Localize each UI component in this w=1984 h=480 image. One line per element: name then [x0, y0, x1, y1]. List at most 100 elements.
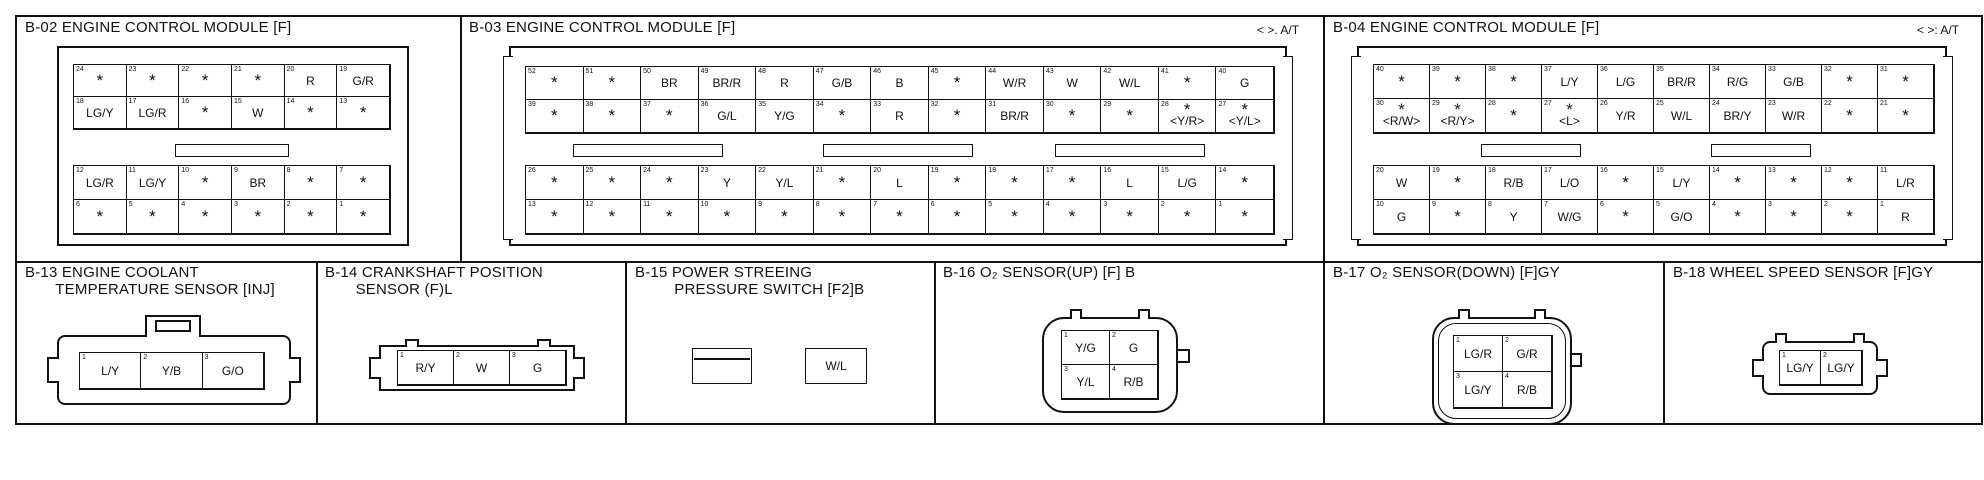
pin-number: 9	[234, 167, 238, 174]
pin-number: 14	[1712, 167, 1720, 174]
wire-color: G/L	[717, 109, 737, 123]
pin-number: 17	[1045, 167, 1054, 174]
divider-b02-b03	[460, 17, 462, 261]
b02-pin-10: 10*	[179, 166, 232, 200]
wire-color: L	[896, 175, 903, 190]
wire-color: <L>	[1559, 113, 1580, 128]
pin-number: 14	[286, 98, 295, 105]
wire-color: W/R	[1781, 108, 1806, 123]
wire-color: *	[608, 106, 616, 125]
b02-pin-13: 13*	[337, 97, 390, 129]
b04-title: B-04 ENGINE CONTROL MODULE [F]	[1333, 19, 1600, 36]
wire-color: *	[1068, 172, 1076, 192]
b14-right-tab	[573, 357, 585, 379]
b03-pin-51: 51*	[583, 67, 642, 100]
b13-right-ear	[289, 357, 301, 383]
wire-color: *	[781, 206, 788, 226]
wire-color: LG/Y	[138, 175, 167, 190]
wire-color: G/R	[352, 73, 374, 88]
pin-number: 27	[1218, 101, 1227, 108]
wire-color: W	[252, 105, 264, 120]
wire-color: *	[254, 70, 262, 90]
pin-number: 15	[1160, 167, 1169, 174]
b04-pin-40: 40*	[1374, 65, 1430, 99]
wire-color: *	[1011, 172, 1018, 192]
b14-title: B-14 CRANKSHAFT POSITION SENSOR (F)L	[325, 264, 543, 298]
pin-number: 6	[1600, 201, 1604, 208]
wire-color: BR	[249, 175, 267, 190]
pin-number: 40	[1376, 66, 1384, 73]
wire-color: W/R	[1002, 76, 1027, 90]
pin-number: 21	[234, 66, 242, 73]
pin-number: 5	[988, 201, 993, 208]
b04-pin-16: 16*	[1598, 166, 1654, 200]
b02-pin-23: 23*	[126, 65, 180, 97]
pin-number: 32	[1824, 66, 1832, 73]
wire-color: W/G	[1557, 209, 1582, 224]
b16-top-key	[1070, 309, 1082, 319]
unused-marker: *	[1183, 100, 1191, 119]
wire-color: *	[723, 206, 731, 226]
pin-number: 22	[758, 167, 766, 174]
b03-right-latch	[1283, 56, 1293, 240]
b03-pin-27: 27*<Y/L>	[1216, 100, 1274, 133]
pin-number: 11	[1880, 167, 1888, 174]
pin-number: 33	[1768, 66, 1776, 73]
wire-color: *	[201, 70, 209, 90]
pin-number: 4	[1045, 201, 1050, 208]
b03-pin-2: 2*	[1158, 200, 1217, 234]
pin-number: 1	[82, 354, 86, 361]
pin-number: 3	[512, 352, 516, 359]
wire-color: *	[1510, 105, 1517, 125]
wire-color: L/G	[1177, 175, 1197, 190]
wire-color: L/G	[1615, 74, 1636, 89]
wire-color: <Y/L>	[1228, 114, 1261, 128]
pin-number: 20	[873, 167, 882, 174]
pin-number: 1	[339, 201, 344, 208]
pin-number: 49	[700, 68, 709, 75]
wire-color: *	[1734, 206, 1741, 226]
pin-number: 29	[1432, 100, 1440, 107]
wire-color: *	[201, 206, 209, 226]
pin-number: 37	[1544, 66, 1552, 73]
wire-color: R	[895, 109, 904, 123]
b03-pin-28: 28*<Y/R>	[1158, 100, 1217, 133]
wire-color: *	[1183, 73, 1191, 92]
b04-pin-39: 39*	[1430, 65, 1486, 99]
b15-switch-body	[692, 348, 752, 384]
pin-number: 48	[758, 68, 766, 75]
b04-pin-19: 19*	[1430, 166, 1486, 200]
wire-color: *	[201, 102, 209, 122]
wire-color: *	[1622, 172, 1629, 192]
wire-color: *	[307, 172, 314, 192]
pin-number: 15	[1656, 167, 1664, 174]
pin-number: 47	[815, 68, 824, 75]
pin-number: 24	[76, 66, 84, 73]
b03-pin-24: 24*	[641, 166, 699, 200]
wire-color: *	[1510, 71, 1517, 91]
wire-color: <R/W>	[1382, 113, 1421, 128]
wire-color: LG/Y	[86, 105, 114, 120]
divider-b03-b04	[1323, 17, 1325, 425]
pin-number: 26	[1600, 100, 1608, 107]
b17-title: B-17 O₂ SENSOR(DOWN) [F]GY	[1333, 264, 1560, 281]
pin-number: 38	[1488, 66, 1496, 73]
wire-color: *	[608, 206, 616, 226]
wire-color: *	[1790, 206, 1797, 226]
pin-number: 12	[76, 167, 84, 174]
